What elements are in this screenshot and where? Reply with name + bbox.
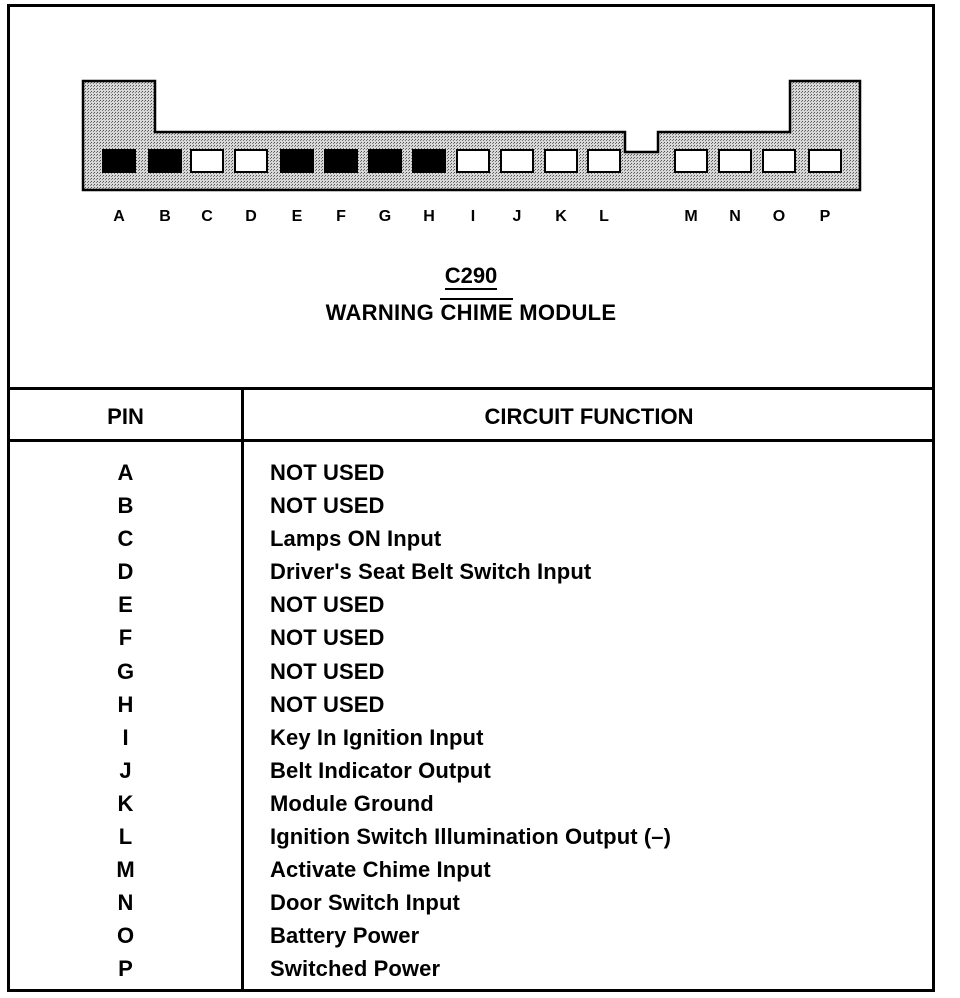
pin-cell: J [119, 757, 132, 783]
pin-cavity-f [324, 149, 358, 173]
pin-letter-l: L [599, 208, 609, 225]
connector-name: WARNING CHIME MODULE [325, 298, 617, 325]
pin-cell: G [116, 658, 135, 684]
pin-letter-p: P [820, 208, 831, 225]
function-cell: Door Switch Input [270, 890, 460, 916]
function-cell: Lamps ON Input [270, 526, 442, 552]
pin-cavity-h [412, 149, 446, 173]
table-row: K Module Ground [10, 791, 932, 824]
table-row: H NOT USED [10, 692, 932, 725]
table-row: D Driver's Seat Belt Switch Input [10, 559, 932, 592]
table-row: G NOT USED [10, 659, 932, 692]
function-cell: NOT USED [270, 493, 385, 519]
function-cell: NOT USED [270, 658, 385, 684]
pin-cavity-b [148, 149, 182, 173]
table-row: E NOT USED [10, 592, 932, 625]
pin-cell: K [117, 790, 134, 816]
pin-letter-n: N [729, 208, 741, 225]
table-row: L Ignition Switch Illumination Output (–) [10, 824, 932, 857]
pin-letter-h: H [423, 208, 435, 225]
pin-cell: M [116, 857, 135, 883]
table-row: M Activate Chime Input [10, 857, 932, 890]
table-header: PIN CIRCUIT FUNCTION [10, 390, 932, 442]
pin-cell: I [122, 724, 129, 750]
pin-letter-i: I [471, 208, 475, 225]
pin-cavity-n [718, 149, 752, 173]
pin-letter-o: O [773, 208, 785, 225]
pin-cell: F [118, 625, 133, 651]
pin-letter-d: D [245, 208, 257, 225]
function-cell: Key In Ignition Input [270, 724, 484, 750]
table-row: N Door Switch Input [10, 890, 932, 923]
function-cell: Activate Chime Input [270, 857, 491, 883]
function-cell: Driver's Seat Belt Switch Input [270, 559, 592, 585]
pin-cell: P [118, 956, 133, 982]
pin-cell: A [117, 460, 134, 485]
pin-letter-k: K [555, 208, 567, 225]
pin-letter-j: J [513, 208, 522, 225]
function-cell: Module Ground [270, 790, 434, 816]
function-cell: NOT USED [270, 625, 385, 651]
function-cell: NOT USED [270, 592, 385, 618]
pin-cell: N [117, 890, 134, 916]
connector-face-view: A B C D E F G H I J K L M N O P [81, 79, 862, 225]
connector-diagram: A B C D E F G H I J K L M N O P C290 WARNING CHIME MODU… [10, 7, 932, 387]
pin-cavity-g [368, 149, 402, 173]
function-cell: Belt Indicator Output [270, 757, 491, 783]
function-cell: NOT USED [270, 460, 385, 485]
function-cell: Switched Power [270, 956, 441, 982]
function-cell: Ignition Switch Illumination Output (–) [270, 824, 672, 850]
pin-cell: B [117, 493, 134, 519]
pin-cell: O [116, 923, 135, 949]
table-row: C Lamps ON Input [10, 526, 932, 559]
pin-cavity-c [190, 149, 224, 173]
pin-letter-g: G [379, 208, 391, 225]
pin-cell: H [117, 691, 134, 717]
pin-cell: D [117, 559, 134, 585]
pin-cavity-l [587, 149, 621, 173]
pin-letter-m: M [684, 208, 697, 225]
pin-cavity-d [234, 149, 268, 173]
column-divider [241, 390, 244, 989]
pin-cavity-j [500, 149, 534, 173]
pin-cell: L [118, 824, 133, 850]
pin-letters: A B C D E F G H I J K L M N O P [113, 208, 830, 225]
pin-letter-e: E [292, 208, 303, 225]
pin-cavities [102, 149, 842, 173]
pin-cavity-o [762, 149, 796, 173]
pin-cavity-i [456, 149, 490, 173]
table-row: F NOT USED [10, 625, 932, 658]
pin-letter-b: B [159, 208, 171, 225]
pin-cavity-e [280, 149, 314, 173]
function-cell: Battery Power [270, 923, 420, 949]
function-cell: NOT USED [270, 691, 385, 717]
header-pin: PIN [107, 404, 144, 429]
table-row: I Key In Ignition Input [10, 725, 932, 758]
pin-cavity-a [102, 149, 136, 173]
table-row: J Belt Indicator Output [10, 758, 932, 791]
pin-cavity-k [544, 149, 578, 173]
table-row: B NOT USED [10, 493, 932, 526]
pin-letter-a: A [113, 208, 125, 225]
pin-letter-c: C [201, 208, 213, 225]
header-circuit-function: CIRCUIT FUNCTION [484, 404, 694, 429]
pin-cavity-m [674, 149, 708, 173]
connector-id: C290 [444, 263, 498, 290]
connector-housing [81, 79, 862, 192]
pin-cell: C [117, 526, 134, 552]
table-row: O Battery Power [10, 923, 932, 956]
pin-letter-f: F [336, 208, 346, 225]
pin-cell: E [118, 592, 133, 618]
pin-cavity-p [808, 149, 842, 173]
table-row: A NOT USED [10, 460, 932, 493]
table-row: P Switched Power [10, 956, 932, 989]
